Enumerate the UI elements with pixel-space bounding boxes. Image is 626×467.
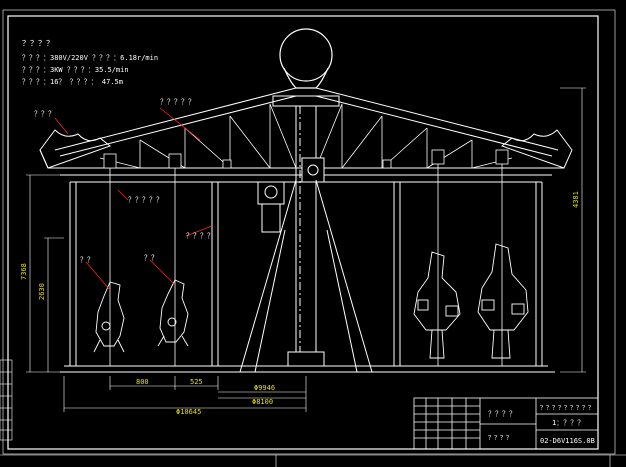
- dim-width-800: 800: [136, 378, 149, 386]
- left-margin-strip: [0, 359, 13, 441]
- roof-finial: [279, 28, 333, 89]
- dim-height-left-inner: 2630: [38, 283, 46, 300]
- horse-left-1: [93, 281, 125, 353]
- leader-label-roof: ？？？？？: [160, 98, 195, 106]
- leader-label-pole: ？？？？: [186, 232, 214, 240]
- spec-line-3: ？？？：16？ ？？？： 47.5m: [22, 78, 123, 86]
- outer-posts: [69, 182, 543, 366]
- title-name: ？？？？: [488, 410, 516, 418]
- outer-border: [2, 9, 616, 455]
- dim-width-8100: Φ8100: [252, 398, 273, 406]
- eave-connectors: [103, 149, 509, 169]
- spec-heading: ？？？？: [22, 39, 54, 48]
- dim-width-total: Φ10645: [176, 408, 201, 416]
- leader-label-horse-mid: ？？: [144, 254, 158, 262]
- drawing-border: [7, 15, 599, 450]
- dim-height-overall: 4381: [572, 191, 580, 208]
- title-mark: ？？？？: [488, 435, 512, 442]
- horizontal-dimensions: [63, 376, 307, 412]
- title-drawing-title: ？？？？？？？？？: [540, 405, 594, 412]
- leader-label-horse-left: ？？: [80, 256, 94, 264]
- title-scale: 1：？？？: [552, 419, 584, 427]
- dim-width-525: 525: [190, 378, 203, 386]
- title-code: 02-D6V116S.0B: [540, 437, 595, 445]
- leader-label-coupling: ？？？？？: [128, 196, 163, 204]
- spec-line-2: ？？？：3KW ？？？：35.5/min: [22, 66, 129, 74]
- horse-right-2: [477, 243, 529, 359]
- title-block: [413, 397, 599, 450]
- central-column: [230, 95, 382, 373]
- platform: [60, 365, 555, 373]
- spec-line-1: ？？？：380V/220V ？？？：6.18r/min: [22, 54, 158, 62]
- horse-left-2: [157, 279, 189, 347]
- dim-height-left-outer: 7368: [20, 263, 28, 280]
- leader-label-top-left: ？？？: [34, 110, 55, 118]
- horse-right-1: [413, 251, 461, 359]
- leader-lines: [54, 107, 213, 291]
- vertical-dimensions: [26, 87, 586, 373]
- roof-truss: [99, 103, 513, 169]
- dim-width-9946: Φ9946: [254, 384, 275, 392]
- horse-poles: [109, 160, 503, 366]
